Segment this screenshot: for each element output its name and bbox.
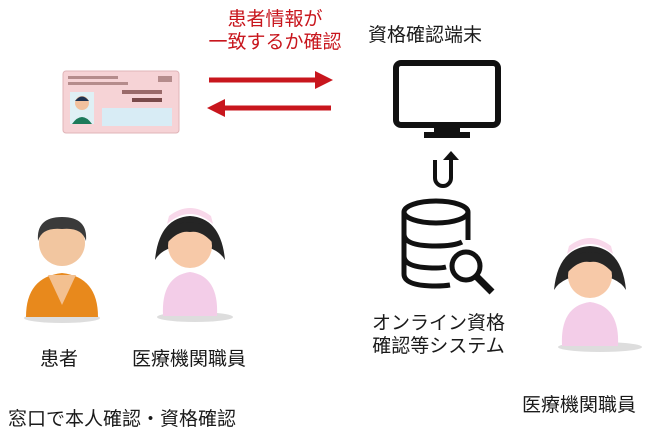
staff-left-label: 医療機関職員 (132, 348, 247, 370)
patient-label: 患者 (40, 348, 79, 370)
staff-right-label: 医療機関職員 (522, 394, 637, 416)
bottom-left-partial-text: 窓口で本人確認・資格確認 (8, 408, 237, 430)
my-number-card-icon (62, 70, 180, 134)
nurse-person-icon-right (540, 228, 644, 354)
exchange-arrows (205, 66, 335, 120)
system-label-line1: オンライン資格 (372, 312, 506, 334)
match-caption: 患者情報が 一致するか確認 (195, 8, 355, 54)
patient-person-icon (20, 205, 104, 325)
system-label: オンライン資格 確認等システム (372, 312, 505, 358)
system-label-line2: 確認等システム (372, 334, 505, 357)
nurse-person-icon-left (145, 198, 235, 324)
up-arrow-hook-icon (426, 150, 466, 192)
match-caption-line1: 患者情報が (227, 8, 323, 30)
terminal-label: 資格確認端末 (368, 24, 483, 46)
database-search-icon (396, 196, 500, 302)
computer-monitor-icon (392, 60, 502, 140)
match-caption-line2: 一致するか確認 (208, 30, 342, 53)
